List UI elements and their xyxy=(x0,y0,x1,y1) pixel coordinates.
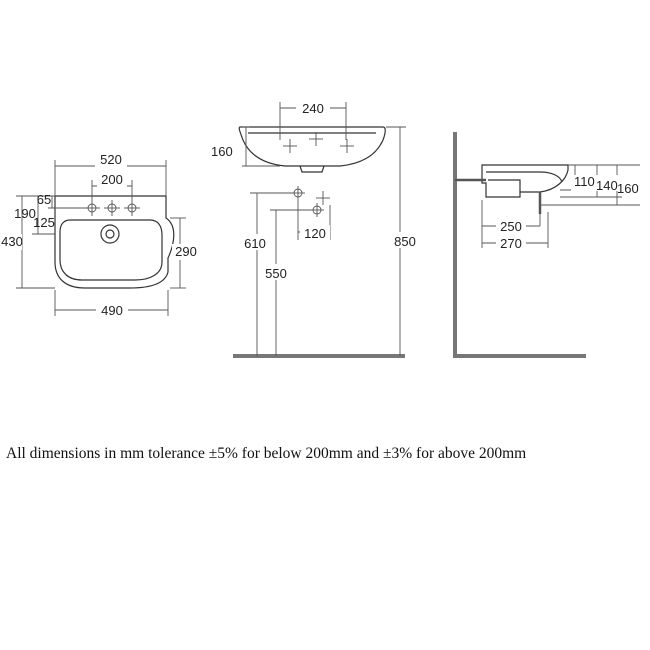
basin-plan-outline xyxy=(54,195,175,289)
dim-270: 270 xyxy=(500,236,522,251)
waste-fittings xyxy=(291,186,330,217)
dim-250: 250 xyxy=(500,219,522,234)
dim-140: 140 xyxy=(596,178,618,193)
dim-65: 65 xyxy=(37,192,51,207)
dim-430: 430 xyxy=(1,234,23,249)
dim-490: 490 xyxy=(101,303,123,318)
dim-110: 110 xyxy=(574,174,595,189)
dim-610: 610 xyxy=(244,236,266,251)
profile-view: 110 140 160 250 270 xyxy=(453,132,640,358)
waste-outlet xyxy=(100,224,120,244)
basin-elevation-outline xyxy=(238,126,386,167)
dim-160: 160 xyxy=(211,144,233,159)
dim-120: 120 xyxy=(304,226,326,241)
dim-550: 550 xyxy=(265,266,287,281)
waste-outlet-inner xyxy=(105,229,115,239)
dim-160-profile: 160 xyxy=(617,181,639,196)
dim-850: 850 xyxy=(394,234,416,249)
tap-holes-top xyxy=(283,132,354,153)
front-view: 520 200 490 430 190 65 125 290 xyxy=(0,152,200,318)
basin-inner-bowl xyxy=(59,219,163,281)
side-view: 240 160 850 610 550 120 xyxy=(211,99,418,358)
basin-section-outline xyxy=(481,164,569,198)
dim-190: 190 xyxy=(14,206,36,221)
dim-520: 520 xyxy=(100,152,122,167)
dim-125: 125 xyxy=(33,215,55,230)
dimensions-caption: All dimensions in mm tolerance ±5% for b… xyxy=(6,445,527,462)
tap-holes xyxy=(84,200,140,216)
dim-290: 290 xyxy=(175,244,197,259)
dim-200: 200 xyxy=(101,172,123,187)
dim-240: 240 xyxy=(302,101,324,116)
